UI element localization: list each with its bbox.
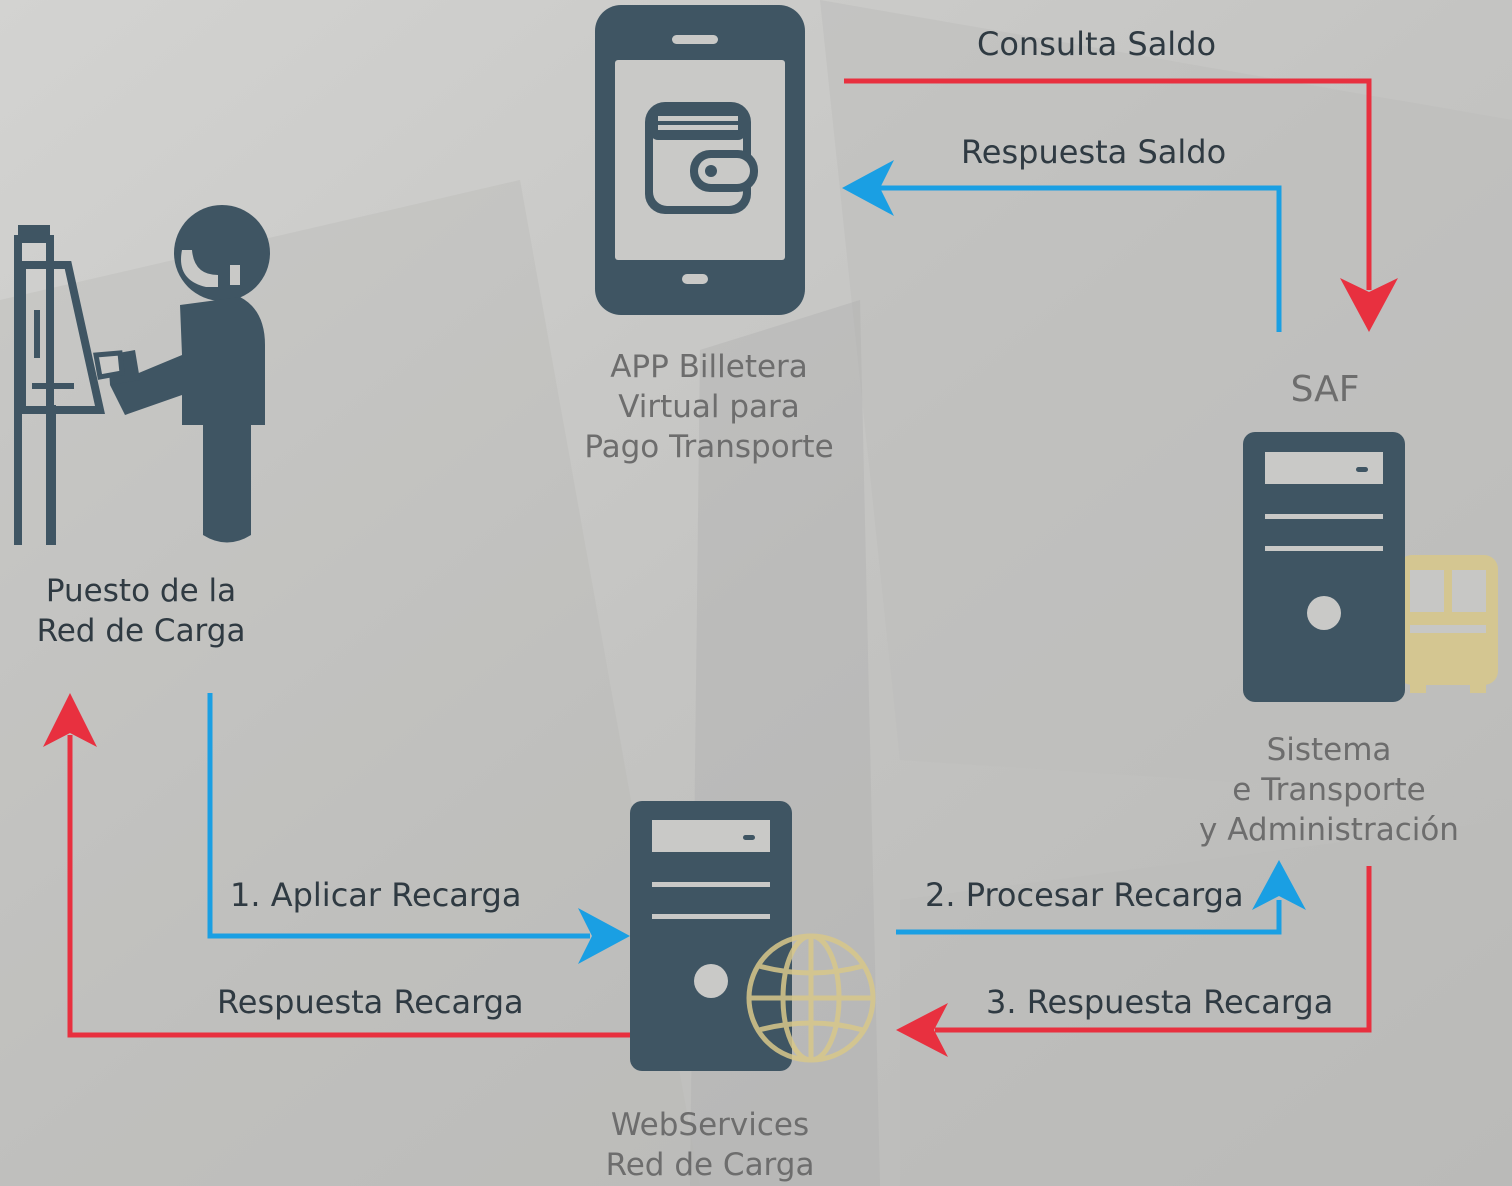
puesto-label-line-2: Red de Carga <box>36 613 246 649</box>
puesto-label-line-1: Puesto de la <box>45 573 237 609</box>
saf-label-line-3: y Administración <box>1199 812 1459 848</box>
procesar-recarga-label: 2. Procesar Recarga <box>925 876 1244 914</box>
arrow-respuesta-recarga-3 <box>935 866 1372 1033</box>
arrowhead-right-blue <box>578 908 630 964</box>
arrow-procesar-recarga <box>896 900 1282 935</box>
app-label-line-1: APP Billetera <box>610 349 808 385</box>
respuesta-saldo-label: Respuesta Saldo <box>961 133 1227 171</box>
server-globe-icon <box>630 801 876 1071</box>
arrowhead-up-red <box>43 693 97 747</box>
arrowhead-down-red <box>1340 278 1398 332</box>
kiosk-icon <box>14 225 105 545</box>
server-icon <box>630 801 792 1071</box>
server-bus-icon <box>1243 432 1498 702</box>
saf-title: SAF <box>1290 369 1360 410</box>
globe-icon <box>746 933 876 1063</box>
saf-label-line-2: e Transporte <box>1232 772 1426 808</box>
app-label-line-3: Pago Transporte <box>584 429 834 465</box>
arrowhead-left-red <box>896 1003 948 1057</box>
arrow-consulta-saldo <box>844 78 1372 290</box>
webservices-label-line-2: Red de Carga <box>605 1147 815 1183</box>
arrowhead-left-blue <box>842 160 894 216</box>
aplicar-recarga-label: 1. Aplicar Recarga <box>230 876 522 914</box>
webservices-label-line-1: WebServices <box>610 1107 810 1143</box>
saf-label: Sistema e Transporte y Administración <box>1178 730 1480 850</box>
webservices-label: WebServices Red de Carga <box>560 1105 860 1185</box>
respuesta-recarga-label: Respuesta Recarga <box>217 983 524 1021</box>
arrow-heads <box>43 160 1398 1057</box>
app-label-line-2: Virtual para <box>618 389 800 425</box>
wallet-icon <box>645 102 758 214</box>
bus-icon <box>1398 555 1498 693</box>
app-label: APP Billetera Virtual para Pago Transpor… <box>559 347 859 467</box>
arrow-respuesta-recarga <box>67 735 630 1038</box>
tablet-wallet-icon <box>595 5 805 315</box>
respuesta-recarga-3-label: 3. Respuesta Recarga <box>986 983 1334 1021</box>
arrow-aplicar-recarga <box>207 693 590 939</box>
saf-label-line-1: Sistema <box>1266 732 1392 768</box>
arrow-respuesta-saldo <box>880 185 1282 332</box>
server-icon <box>1243 432 1405 702</box>
person-icon <box>93 205 270 543</box>
arrowhead-up-blue <box>1252 860 1306 910</box>
person-kiosk-icon <box>14 205 270 545</box>
consulta-saldo-label: Consulta Saldo <box>977 25 1217 63</box>
puesto-label: Puesto de la Red de Carga <box>0 571 282 651</box>
